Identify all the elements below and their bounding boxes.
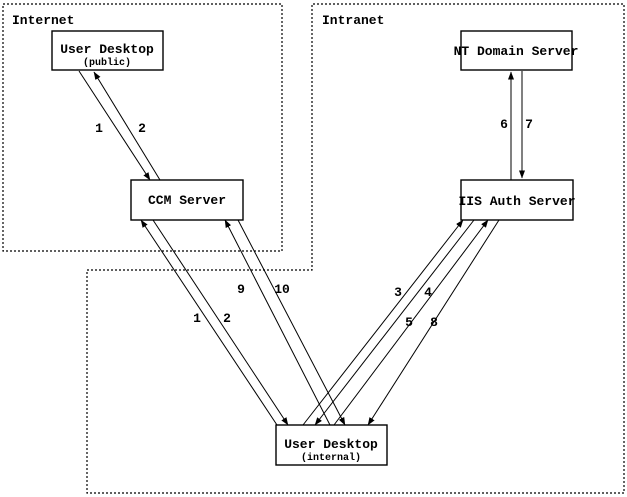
flow-label-2-bottom: 2 [223, 311, 231, 326]
flow-label-10: 10 [274, 282, 290, 297]
iis-auth-server-box [460, 179, 574, 221]
node-user-desktop-public: User Desktop (public) [51, 30, 164, 71]
user-desktop-public-title: User Desktop [60, 42, 154, 57]
internet-zone-label: Internet [12, 13, 74, 28]
node-user-desktop-internal: User Desktop (internal) [275, 424, 388, 466]
ccm-server-title: CCM Server [148, 193, 226, 208]
nt-domain-server-box [460, 30, 573, 71]
user-desktop-internal-subtitle: (internal) [301, 452, 361, 464]
flow-label-2-top: 2 [138, 121, 146, 136]
flow-label-8: 8 [430, 315, 438, 330]
flow-label-6: 6 [500, 117, 508, 132]
internet-zone-outline [2, 3, 283, 252]
user-desktop-public-subtitle: (public) [83, 57, 131, 69]
iis-auth-server-title: IIS Auth Server [458, 194, 575, 209]
flow-2-ccm-to-public-desktop [93, 71, 161, 181]
flow-label-5: 5 [405, 315, 413, 330]
flow-1-internal-desktop-to-ccm [140, 219, 278, 426]
flow-1-public-desktop-to-ccm [78, 70, 151, 181]
flow-10-ccm-to-internal-desktop [237, 219, 346, 426]
user-desktop-public-box [51, 30, 164, 71]
flow-4-iis-to-internal-desktop [314, 219, 475, 426]
intranet-zone-outline [86, 3, 625, 494]
flow-label-7: 7 [525, 117, 533, 132]
flow-label-4: 4 [424, 285, 432, 300]
flow-label-3: 3 [394, 285, 402, 300]
nt-domain-server-title: NT Domain Server [454, 44, 579, 59]
flow-3-internal-desktop-to-iis [302, 219, 464, 426]
flow-8-iis-to-internal-desktop [367, 219, 500, 426]
node-iis-auth-server: IIS Auth Server [458, 179, 576, 221]
ccm-server-box [130, 179, 244, 221]
user-desktop-internal-box [275, 424, 388, 466]
flow-9-internal-desktop-to-ccm [224, 219, 331, 426]
node-nt-domain-server: NT Domain Server [454, 30, 579, 71]
flow-label-1-top: 1 [95, 121, 103, 136]
flow-label-1-bottom: 1 [193, 311, 201, 326]
flow-5-internal-desktop-to-iis [333, 219, 489, 426]
node-ccm-server: CCM Server [130, 179, 244, 221]
user-desktop-internal-title: User Desktop [284, 437, 378, 452]
flow-label-9: 9 [237, 282, 245, 297]
intranet-zone-label: Intranet [322, 13, 384, 28]
flow-2-ccm-to-internal-desktop [152, 219, 289, 426]
